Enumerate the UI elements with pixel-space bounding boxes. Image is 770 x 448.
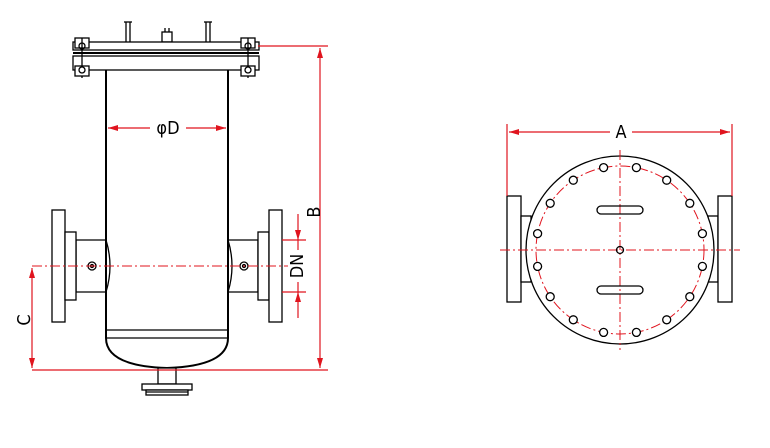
slots (596, 205, 644, 295)
front-view: φD B C DN (14, 21, 328, 396)
dimension-nozzle-height: C (14, 268, 35, 368)
nozzle-height-label: C (14, 314, 35, 325)
diameter-label: φD (156, 118, 179, 139)
bolt-hole (545, 292, 555, 302)
dimension-width: A (506, 118, 733, 196)
bolt-hole (532, 261, 543, 272)
bottom-drain (141, 367, 193, 396)
dimension-height: B (32, 45, 328, 371)
bolt-hole (568, 175, 578, 185)
bolt-hole (532, 228, 543, 239)
bolt-hole (685, 292, 695, 302)
bolt-hole (631, 162, 642, 173)
dimension-diameter: φD (108, 114, 226, 139)
bolt-hole (568, 315, 578, 325)
top-view: A (500, 118, 740, 350)
bolt-hole (662, 315, 672, 325)
bolt-hole (598, 327, 609, 338)
bolt-hole (662, 175, 672, 185)
dimension-nominal-diameter: DN (282, 214, 308, 318)
bolt-hole (545, 198, 555, 208)
top-fittings (124, 21, 212, 43)
top-cover-flange (72, 37, 260, 78)
bolt-hole (598, 162, 609, 173)
center-hole (615, 245, 625, 255)
bolt-hole (697, 261, 708, 272)
nominal-diameter-label: DN (287, 254, 308, 279)
width-label: A (615, 122, 626, 143)
bolt-holes (532, 162, 708, 338)
height-label: B (304, 206, 325, 217)
bolt-hole (631, 327, 642, 338)
bolt-hole (685, 198, 695, 208)
bolt-hole (697, 228, 708, 239)
